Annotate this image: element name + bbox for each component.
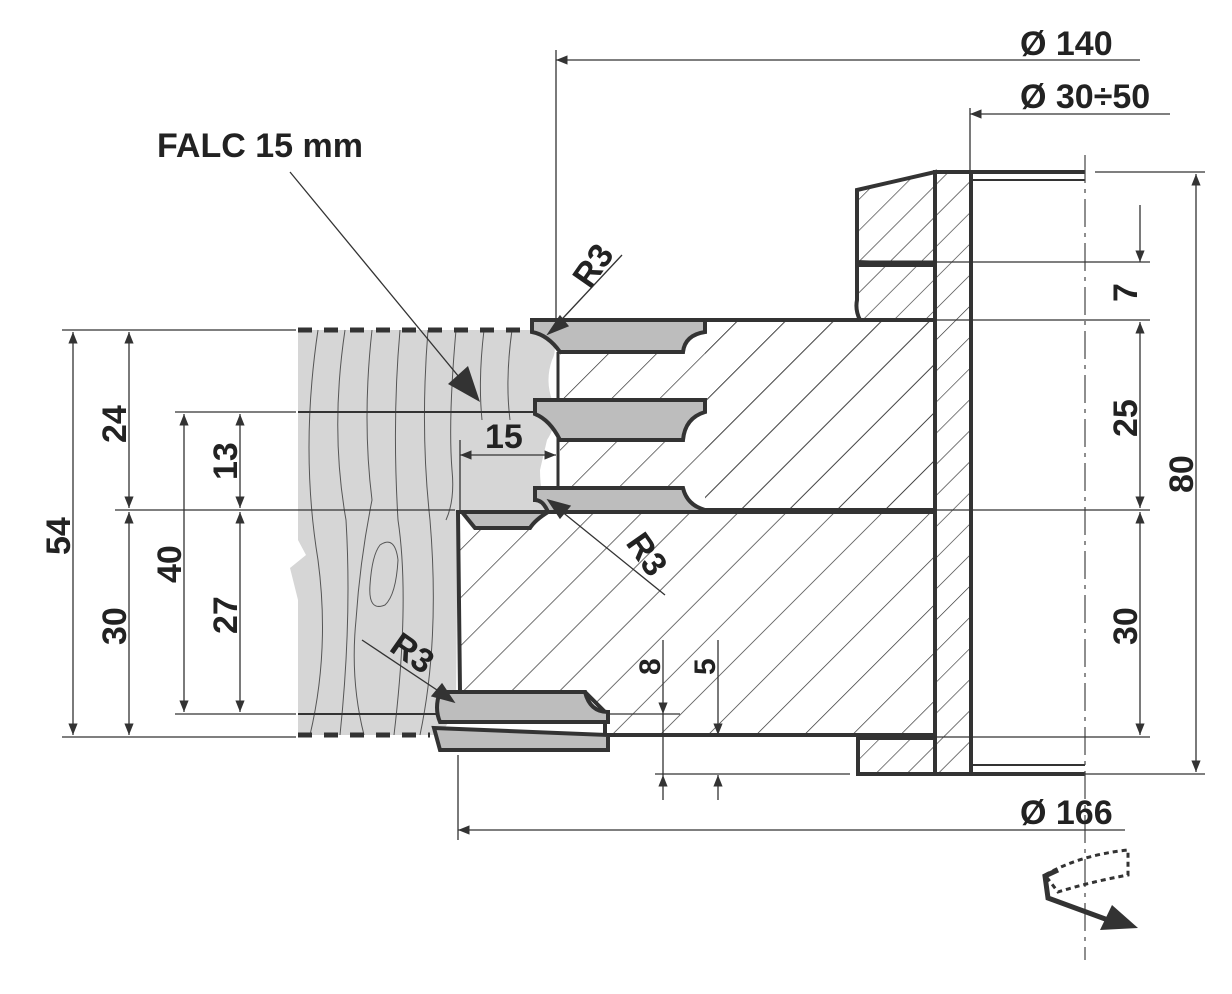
falc-leader bbox=[289, 171, 479, 401]
blade-bottom bbox=[435, 690, 610, 724]
dia-140-label: Ø 140 bbox=[1020, 25, 1113, 63]
r3-callouts bbox=[361, 254, 666, 704]
dia-166-label: Ø 166 bbox=[1020, 794, 1113, 832]
r3-top-label: R3 bbox=[565, 237, 621, 294]
width-15-label: 15 bbox=[485, 418, 523, 456]
dim-8-label: 8 bbox=[634, 658, 667, 675]
blade-base bbox=[431, 725, 610, 752]
cutter-body bbox=[455, 169, 1085, 776]
left-dimensions bbox=[62, 329, 455, 738]
blade-small bbox=[457, 510, 556, 530]
dia-30-50-label: Ø 30÷50 bbox=[1020, 78, 1150, 116]
falc-label: FALC 15 mm bbox=[157, 127, 363, 165]
blades bbox=[431, 318, 707, 752]
falc-arrowhead bbox=[448, 366, 480, 402]
dim-7-label: 7 bbox=[1107, 283, 1145, 302]
dim-30-right-label: 30 bbox=[1107, 607, 1145, 645]
wood-workpiece bbox=[290, 327, 556, 738]
dim-40-label: 40 bbox=[151, 545, 189, 583]
blade-middle bbox=[533, 398, 707, 442]
dim-5-label: 5 bbox=[689, 658, 722, 675]
dim-25-label: 25 bbox=[1107, 399, 1145, 437]
dim-24-label: 24 bbox=[96, 405, 134, 443]
dim-80-label: 80 bbox=[1163, 455, 1201, 493]
right-dimensions bbox=[935, 171, 1205, 775]
diameter-dimensions bbox=[457, 50, 1170, 840]
dim-54-label: 54 bbox=[40, 517, 78, 555]
rotation-direction-icon bbox=[1042, 848, 1138, 930]
dim-27-label: 27 bbox=[207, 596, 245, 634]
bottom-dimensions bbox=[610, 640, 850, 800]
dim-30-left-label: 30 bbox=[96, 607, 134, 645]
blade-top bbox=[530, 318, 707, 354]
blade-lower bbox=[533, 486, 707, 514]
dim-13-label: 13 bbox=[207, 442, 245, 480]
